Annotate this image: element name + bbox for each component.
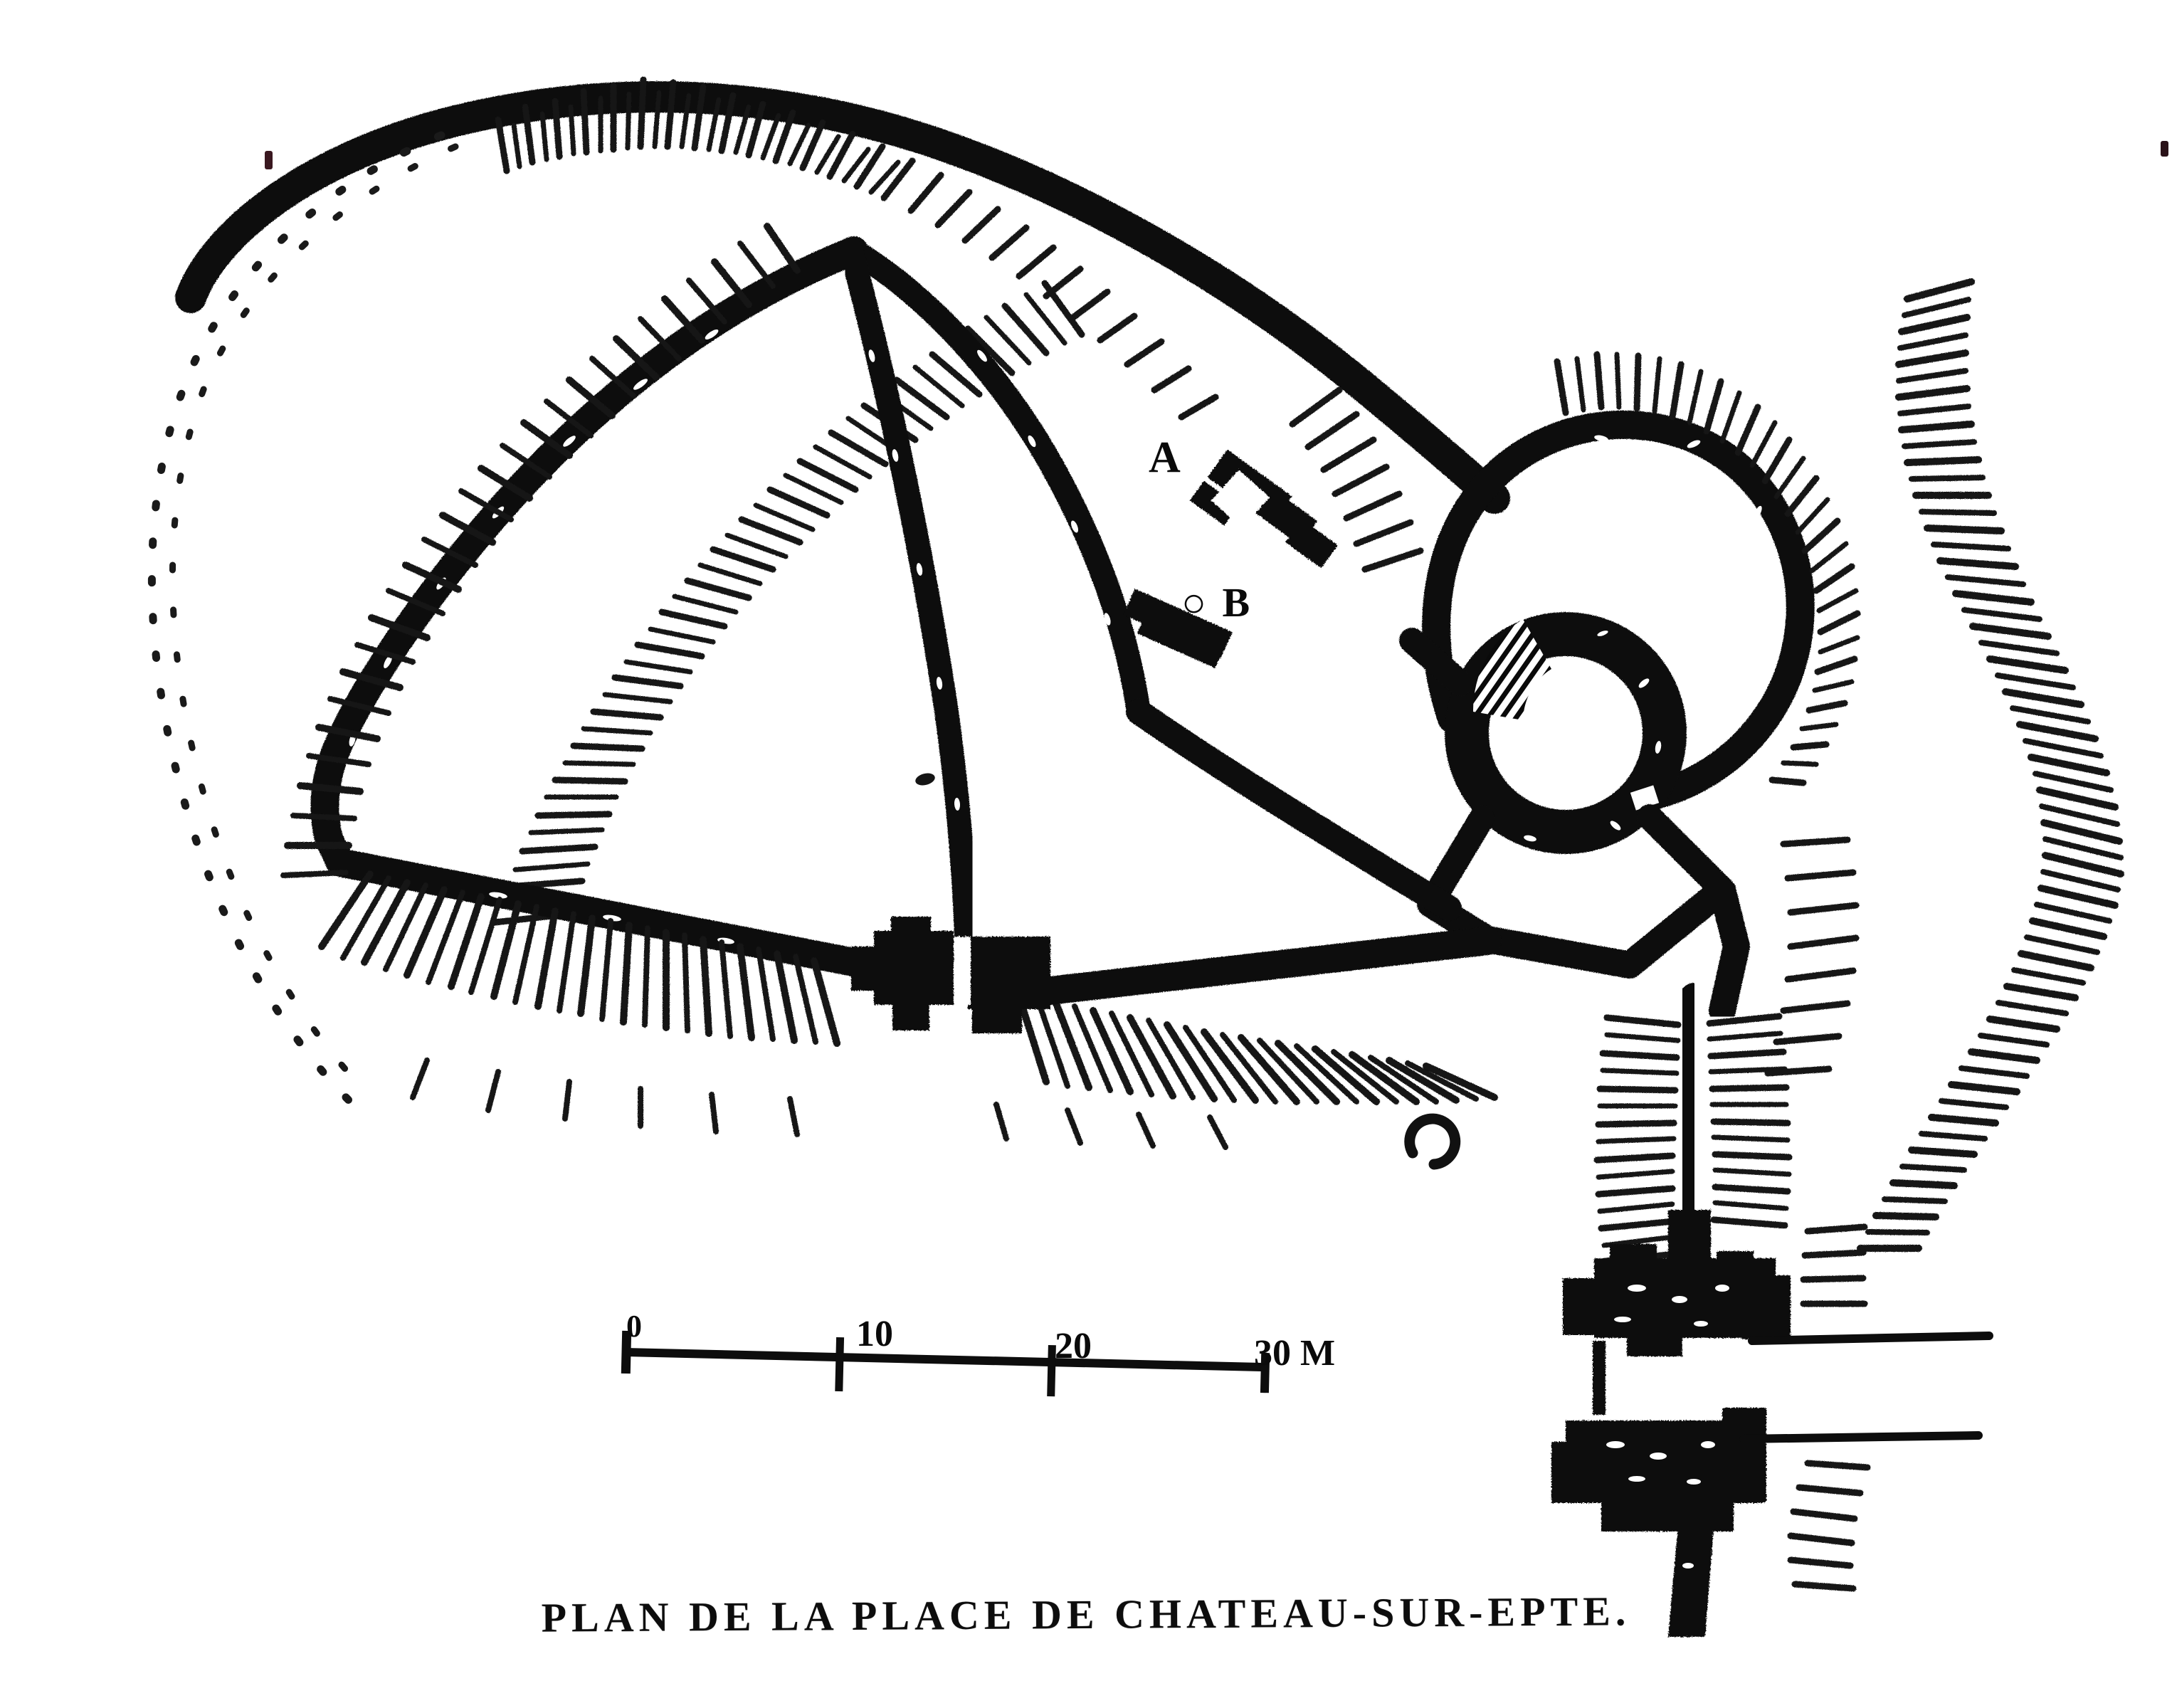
inner-cross-wall <box>839 238 979 950</box>
rampart-hachures-outer-top <box>495 76 1219 421</box>
hachures-ne-gate <box>1289 386 1424 573</box>
gatehouse-nicks <box>1606 1285 1729 1569</box>
bailey-hachures-sw <box>280 223 801 878</box>
east-link-wall <box>1011 699 1502 1008</box>
plan-label-b: ○ B <box>1181 579 1253 626</box>
scale-tick-10: 10 <box>856 1314 893 1354</box>
cross-wall-nicks <box>868 349 961 811</box>
east-inner-hachures <box>1764 836 1860 1077</box>
outer-contour-dotted <box>147 131 459 1112</box>
gatehouse-hachures <box>1787 1223 1871 1592</box>
motte-ring-nicks <box>1484 435 1783 717</box>
gate-void-a <box>1211 470 1270 528</box>
circular-keep-donjon <box>1445 612 1687 854</box>
bailey-south-gate <box>851 917 1050 1033</box>
bailey-hachures-south <box>318 870 1498 1150</box>
rampart-hachures-inner-left <box>492 280 1085 926</box>
top-right-ink-speck <box>2161 141 2168 157</box>
gatehouse-road-lines <box>1739 1332 1993 1443</box>
gate-block-b <box>1123 589 1233 668</box>
south-covered-way-hachures <box>1593 1013 1793 1265</box>
motte-ring-wall <box>1422 410 1815 814</box>
scale-tick-20: 20 <box>1055 1326 1092 1366</box>
motte-lower-enclosure <box>1417 876 1750 1024</box>
interior-ink-speck <box>915 773 935 786</box>
south-gatehouse <box>1551 1210 1791 1637</box>
outer-rampart <box>175 81 1510 514</box>
motte-hachures <box>1554 351 1861 786</box>
well-marker <box>1404 1113 1461 1170</box>
scale-tick-0: 0 <box>626 1309 642 1344</box>
top-left-ink-speck <box>265 151 273 169</box>
scale-tick-30: 30 M <box>1254 1333 1336 1374</box>
keep-nicks <box>1524 631 1662 842</box>
east-outer-hachures <box>1857 278 2124 1252</box>
scale-bar <box>621 1330 1270 1397</box>
plan-label-a: A <box>1149 433 1181 482</box>
